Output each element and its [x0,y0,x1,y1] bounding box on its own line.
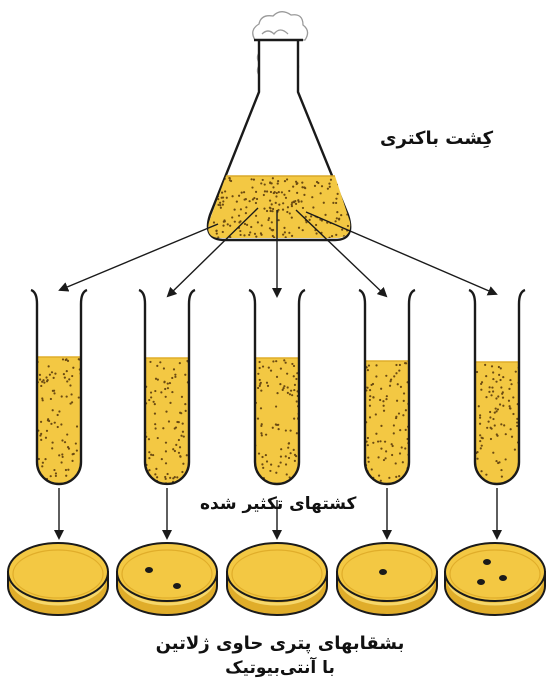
arrow-to-tube-1 [60,224,218,290]
tube-4 [359,290,415,484]
bacterial-colony [173,583,181,589]
bacterial-culture-label: کِشت باکتری [380,128,493,149]
petri-dishes-sublabel: با آنتی‌بیوتیک [150,658,410,678]
multiplied-cultures-label: کشتهای تکثیر شده [200,494,356,514]
bacterial-colony [499,575,507,581]
test-tubes [31,290,525,487]
petri-dish-3 [227,543,327,615]
bacterial-colony [145,567,153,573]
petri-dish-1 [8,543,108,615]
arrow-to-tube-5 [306,212,496,294]
petri-dish-4 [337,543,437,615]
tube-3 [249,290,305,484]
bacterial-colony [379,569,387,575]
petri-dish-2 [117,543,217,615]
tube-liquid [145,358,189,484]
tube-5 [469,290,525,486]
bacterial-colony [477,579,485,585]
petri-dishes-label: بشقابهای پتری حاوی ژلاتین [150,633,410,654]
tube-1 [31,290,87,487]
petri-dishes [8,543,545,615]
bacterial-colony [483,559,491,565]
erlenmeyer-flask [204,12,350,240]
tube-liquid [37,357,81,484]
flask-liquid [208,176,350,238]
tube-2 [139,290,195,486]
tube-liquid [475,362,519,484]
petri-dish-5 [445,543,545,615]
tube-liquid [365,361,409,484]
